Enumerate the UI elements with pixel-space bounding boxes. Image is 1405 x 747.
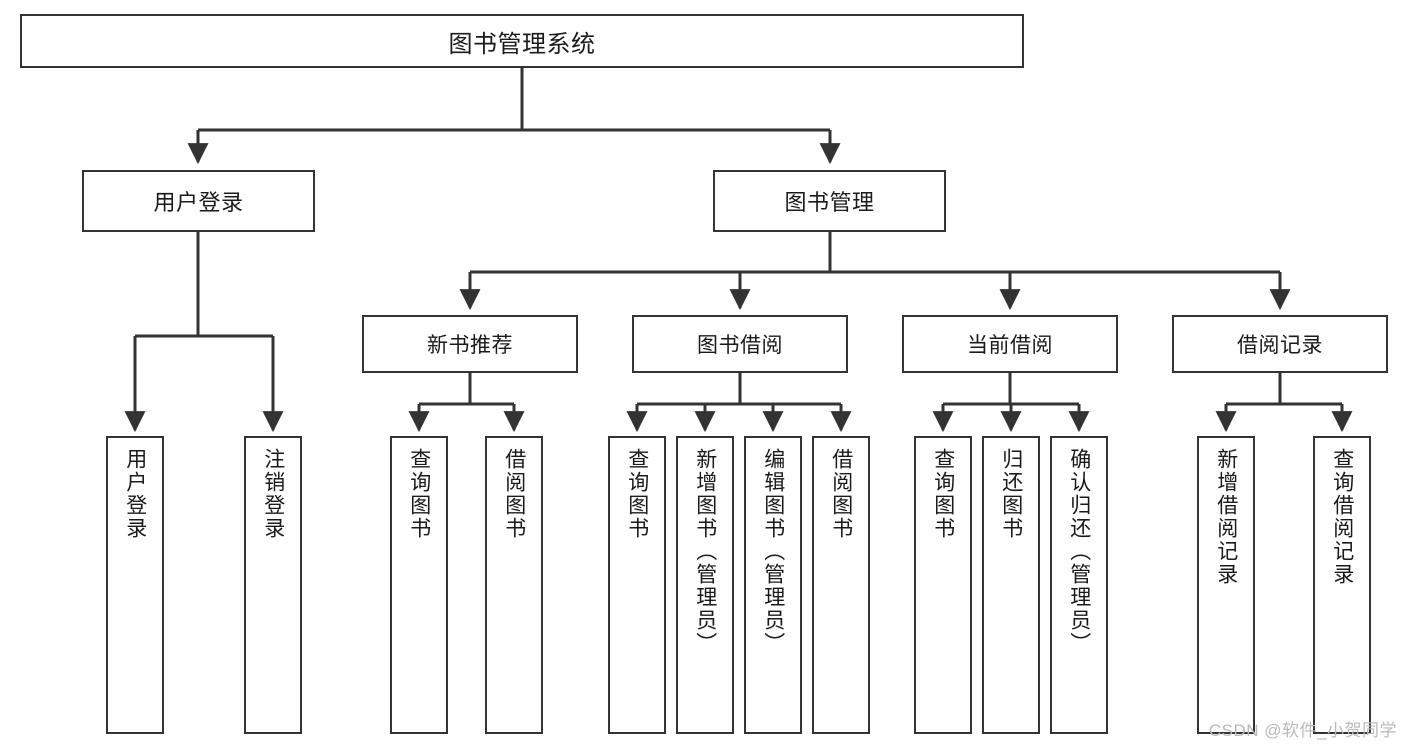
node-leaf-borrow-book-new-label: 借阅图书 [502,448,526,540]
node-leaf-add-book-admin-label: 新增图书（管理员） [693,448,717,655]
node-borrow-record-label: 借阅记录 [1237,334,1323,357]
node-leaf-query-book-current-label: 查询图书 [931,448,955,540]
node-leaf-borrow-book-new[interactable]: 借阅图书 [485,436,543,734]
node-leaf-user-login-label: 用户登录 [123,448,147,540]
node-leaf-confirm-return-admin[interactable]: 确认归还（管理员） [1050,436,1108,734]
node-leaf-query-borrow-record[interactable]: 查询借阅记录 [1313,436,1371,734]
node-leaf-query-book-borrow[interactable]: 查询图书 [608,436,666,734]
node-leaf-query-book-new-label: 查询图书 [407,448,431,540]
node-book-borrow[interactable]: 图书借阅 [632,315,848,373]
node-root-label: 图书管理系统 [448,30,596,58]
node-leaf-edit-book-admin[interactable]: 编辑图书（管理员） [744,436,802,734]
node-leaf-return-book[interactable]: 归还图书 [982,436,1040,734]
node-book-borrow-label: 图书借阅 [697,334,783,357]
node-new-book-recommend-label: 新书推荐 [427,334,513,357]
node-leaf-user-login[interactable]: 用户登录 [106,436,164,734]
node-leaf-borrow-book[interactable]: 借阅图书 [812,436,870,734]
node-borrow-record[interactable]: 借阅记录 [1172,315,1388,373]
node-leaf-add-borrow-record[interactable]: 新增借阅记录 [1197,436,1255,734]
node-user-login-label: 用户登录 [153,190,244,215]
node-leaf-logout-label: 注销登录 [261,448,285,540]
node-current-borrow-label: 当前借阅 [967,334,1053,357]
node-leaf-query-book-borrow-label: 查询图书 [625,448,649,540]
node-root-system[interactable]: 图书管理系统 [20,14,1024,68]
node-leaf-confirm-return-admin-label: 确认归还（管理员） [1067,448,1091,655]
node-leaf-logout[interactable]: 注销登录 [244,436,302,734]
node-current-borrow[interactable]: 当前借阅 [902,315,1118,373]
node-leaf-query-book-new[interactable]: 查询图书 [390,436,448,734]
node-new-book-recommend[interactable]: 新书推荐 [362,315,578,373]
node-leaf-edit-book-admin-label: 编辑图书（管理员） [761,448,785,655]
node-leaf-return-book-label: 归还图书 [999,448,1023,540]
csdn-watermark: CSDN @软件_小贺同学 [1208,721,1397,740]
node-leaf-borrow-book-label: 借阅图书 [829,448,853,540]
node-leaf-query-book-current[interactable]: 查询图书 [914,436,972,734]
node-book-management-label: 图书管理 [784,190,875,215]
node-user-login[interactable]: 用户登录 [82,170,315,232]
node-book-management[interactable]: 图书管理 [713,170,946,232]
node-leaf-add-book-admin[interactable]: 新增图书（管理员） [676,436,734,734]
node-leaf-query-borrow-record-label: 查询借阅记录 [1330,448,1354,586]
node-leaf-add-borrow-record-label: 新增借阅记录 [1214,448,1238,586]
